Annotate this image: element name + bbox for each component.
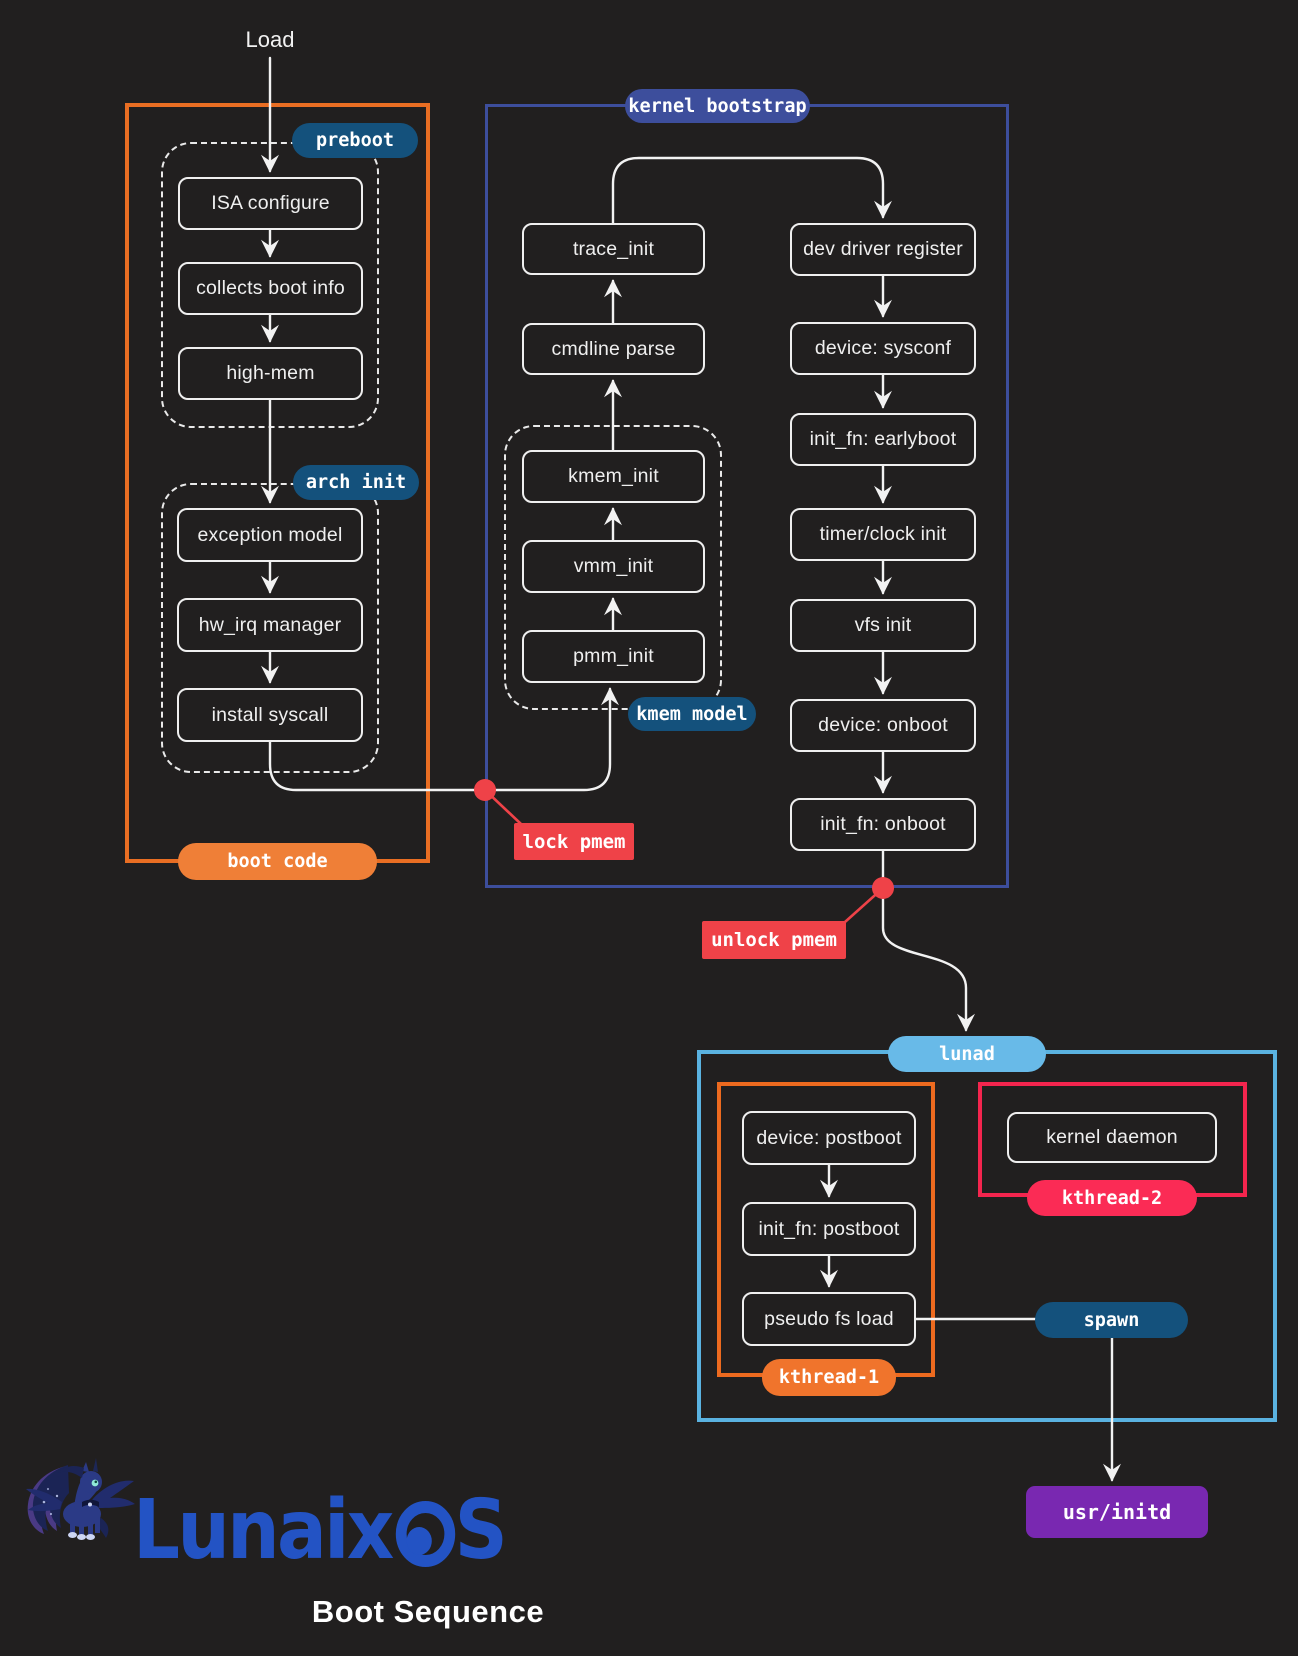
kthread2-pill: kthread-2 — [1027, 1180, 1197, 1216]
node-kernel-daemon: kernel daemon — [1007, 1112, 1217, 1163]
node-pseudo-fs-load: pseudo fs load — [742, 1292, 916, 1346]
preboot-pill: preboot — [292, 123, 418, 158]
node-high-mem: high-mem — [178, 347, 363, 400]
node-hw-irq-manager: hw_irq manager — [177, 598, 363, 652]
node-pmm-init: pmm_init — [522, 630, 705, 683]
lock-pmem-tag: lock pmem — [514, 823, 634, 860]
kthread1-pill: kthread-1 — [762, 1359, 896, 1396]
node-install-syscall: install syscall — [177, 688, 363, 742]
node-dev-driver-register: dev driver register — [790, 223, 976, 276]
boot-code-pill: boot code — [178, 843, 377, 880]
node-init-fn-postboot: init_fn: postboot — [742, 1202, 916, 1256]
logo-eye-o-icon — [396, 1501, 456, 1567]
node-trace-init: trace_init — [522, 223, 705, 275]
diagram-subtitle: Boot Sequence — [311, 1594, 545, 1629]
node-device-onboot: device: onboot — [790, 699, 976, 752]
node-device-sysconf: device: sysconf — [790, 322, 976, 375]
node-device-postboot: device: postboot — [742, 1111, 916, 1165]
unlock-pmem-dot — [872, 877, 894, 899]
lunad-pill: lunad — [888, 1036, 1046, 1072]
node-isa-configure: ISA configure — [178, 177, 363, 230]
lock-pmem-dot — [474, 779, 496, 801]
kernel-bootstrap-pill: kernel bootstrap — [625, 89, 810, 123]
node-timer-clock-init: timer/clock init — [790, 508, 976, 561]
load-label: Load — [245, 27, 295, 52]
node-cmdline-parse: cmdline parse — [522, 323, 705, 375]
unlock-pmem-tag: unlock pmem — [702, 921, 846, 959]
node-vmm-init: vmm_init — [522, 540, 705, 593]
edge-syscall-pmm — [268, 687, 619, 792]
node-exception-model: exception model — [177, 508, 363, 562]
edge-border-lunad — [881, 886, 975, 1032]
logo-text-s: S — [454, 1483, 508, 1578]
edge-trace-devdriver — [611, 156, 892, 225]
lunaixos-logo: Lunaix S — [133, 1483, 508, 1578]
node-init-fn-earlyboot: init_fn: earlyboot — [790, 413, 976, 466]
usr-initd-box: usr/initd — [1026, 1486, 1208, 1538]
luna-pony-mascot — [26, 1458, 135, 1540]
kmem-model-pill: kmem model — [628, 697, 756, 731]
node-kmem-init: kmem_init — [522, 450, 705, 503]
spawn-pill: spawn — [1035, 1302, 1188, 1338]
node-vfs-init: vfs init — [790, 599, 976, 652]
node-init-fn-onboot: init_fn: onboot — [790, 798, 976, 851]
logo-text-lunaix: Lunaix — [133, 1483, 394, 1578]
node-collects-boot-info: collects boot info — [178, 262, 363, 315]
arch-init-pill: arch init — [293, 465, 419, 500]
